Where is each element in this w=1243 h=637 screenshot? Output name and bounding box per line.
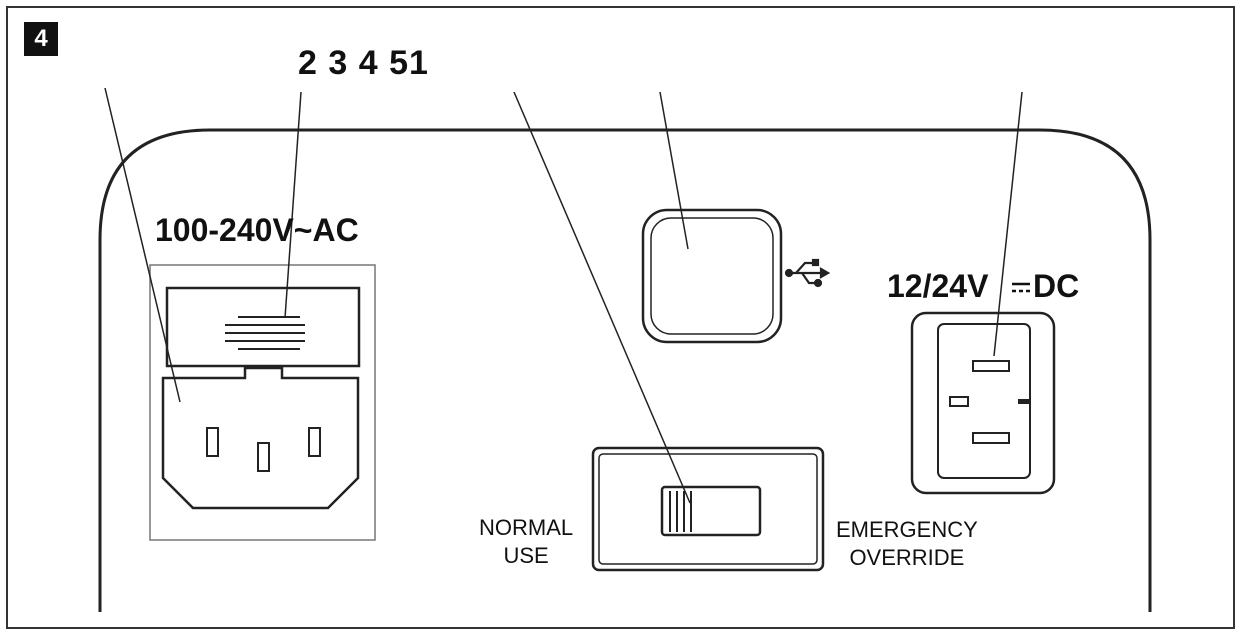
ac-input-label: 100-240V~AC <box>155 212 359 248</box>
iec-socket <box>161 366 360 510</box>
leader-lines <box>104 87 1023 504</box>
figure-number-badge: 4 <box>24 22 58 56</box>
leader-line-3 <box>513 91 691 504</box>
leader-line-5 <box>993 91 1023 357</box>
ac-module-outline <box>149 264 376 541</box>
dc-pin-top <box>972 360 1010 372</box>
usb-port-inner <box>650 217 774 335</box>
iec-pin-right <box>308 427 321 457</box>
normal-use-line1: NORMAL <box>479 515 574 540</box>
leader-line-1 <box>104 87 181 403</box>
dc-label: 12/24V <box>887 268 989 304</box>
switch-slider <box>660 485 762 537</box>
dc-socket-inner <box>937 323 1031 479</box>
dc-key-mark <box>1018 399 1030 404</box>
emergency-line2: OVERRIDE <box>849 545 965 570</box>
usb-port-outer <box>641 208 783 344</box>
callout-numbers: 2 3 4 51 <box>298 44 429 82</box>
dc-pin-bottom <box>972 432 1010 444</box>
fuse-drawer-grip <box>225 316 305 350</box>
emergency-override-label: EMERGENCY OVERRIDE <box>836 516 978 572</box>
normal-use-line2: USE <box>503 543 549 568</box>
device-panel <box>98 128 1152 612</box>
switch-housing-outer <box>591 446 825 572</box>
dc-socket-outer <box>910 311 1056 495</box>
usb-icon <box>784 258 831 288</box>
dc-symbol-icon <box>1012 282 1030 293</box>
leader-line-4 <box>659 91 689 250</box>
dc-label-suffix: DC <box>1033 268 1079 304</box>
fuse-drawer <box>165 286 361 368</box>
leader-line-2 <box>284 91 302 319</box>
dc-pin-left <box>949 396 969 407</box>
emergency-line1: EMERGENCY <box>836 517 978 542</box>
dc-label-suffix-text: DC <box>1033 268 1079 304</box>
iec-pin-left <box>206 427 219 457</box>
iec-pin-center <box>257 442 270 472</box>
switch-slider-ridges <box>669 491 692 532</box>
normal-use-label: NORMAL USE <box>479 514 573 570</box>
dc-label-prefix: 12/24V <box>887 268 989 304</box>
switch-housing-inner <box>598 453 818 565</box>
